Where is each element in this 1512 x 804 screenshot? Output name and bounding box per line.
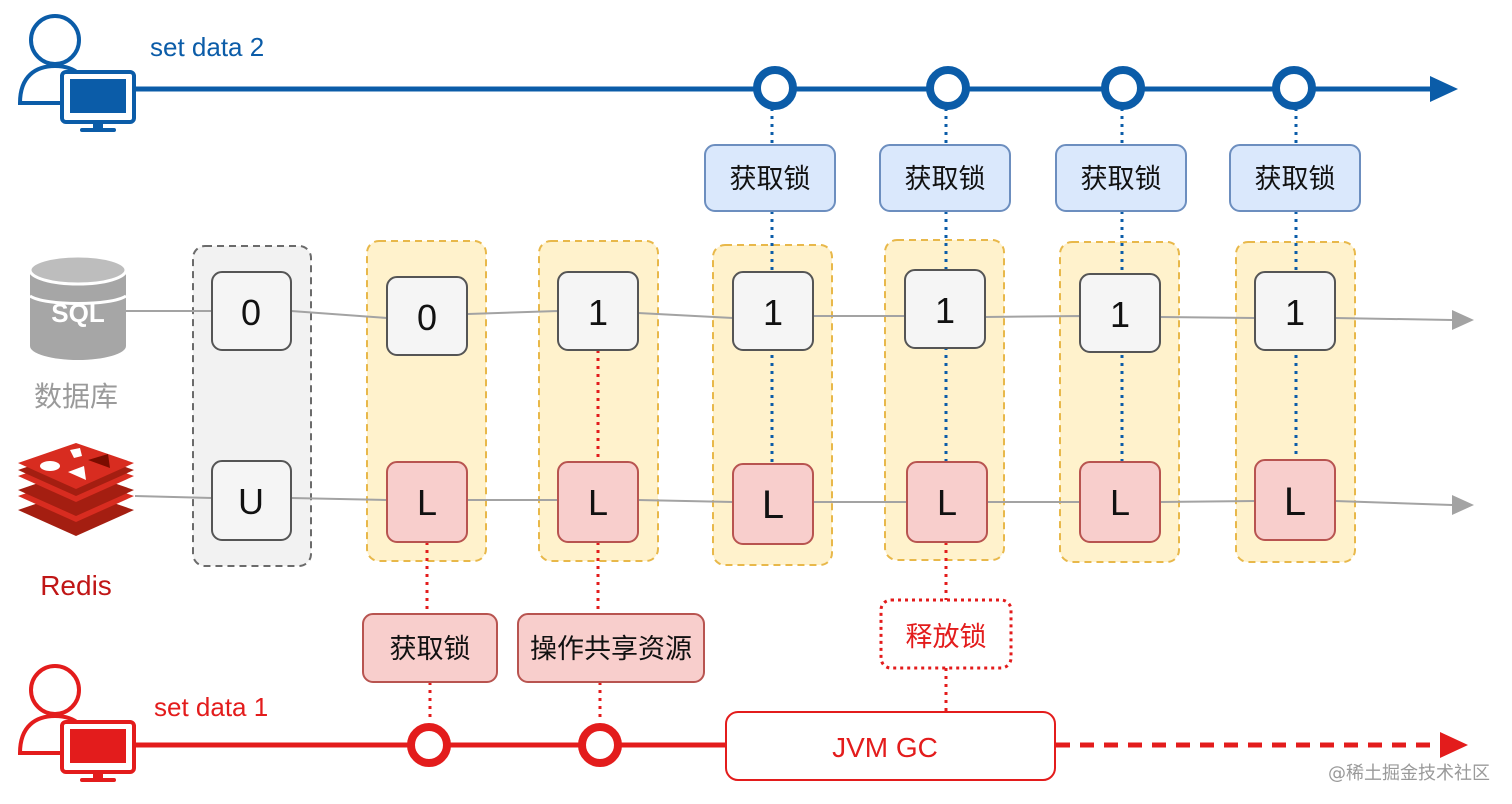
client2-event-node bbox=[1272, 66, 1316, 110]
db-value: 0 bbox=[241, 292, 261, 333]
db-value: 1 bbox=[1285, 292, 1305, 333]
client1-event-node bbox=[578, 723, 622, 767]
db-value: 1 bbox=[1110, 294, 1130, 335]
client2-events bbox=[753, 66, 1316, 110]
redis-value: L bbox=[937, 482, 957, 523]
client1-connectors bbox=[425, 350, 948, 722]
client2-user-icon bbox=[17, 14, 136, 132]
redis-value-boxes: U L L L L L L bbox=[211, 459, 1336, 545]
redis-value: L bbox=[1110, 482, 1130, 523]
redis-value: L bbox=[762, 483, 784, 527]
top-acquire-boxes: 获取锁 获取锁 获取锁 获取锁 bbox=[704, 144, 1361, 212]
redis-timeline-arrowhead bbox=[1452, 495, 1474, 515]
redis-value: U bbox=[238, 481, 264, 522]
client1-label: set data 1 bbox=[154, 692, 268, 722]
jvm-gc-box bbox=[725, 711, 1056, 781]
acquire-lock-label: 获取锁 bbox=[730, 164, 811, 195]
acquire-lock-label: 获取锁 bbox=[1081, 164, 1162, 195]
client2-event-node bbox=[1101, 66, 1145, 110]
client2-timeline-arrowhead bbox=[1430, 76, 1458, 102]
bottom-action-boxes: 获取锁 操作共享资源 释放锁 bbox=[362, 598, 1013, 683]
db-value: 1 bbox=[935, 290, 955, 331]
client2-label: set data 2 bbox=[150, 32, 264, 62]
acquire-lock-label: 获取锁 bbox=[390, 634, 471, 665]
client1-timeline-arrowhead bbox=[1440, 732, 1468, 758]
client2-timeline bbox=[136, 76, 1458, 102]
release-lock-label: 释放锁 bbox=[906, 622, 987, 653]
db-value: 1 bbox=[763, 292, 783, 333]
client1-user-icon bbox=[17, 664, 136, 782]
operate-shared-resource-label: 操作共享资源 bbox=[530, 634, 692, 665]
redis-value: L bbox=[1284, 480, 1306, 524]
client2-connectors bbox=[770, 108, 1298, 464]
client2-event-node bbox=[926, 66, 970, 110]
acquire-lock-label: 获取锁 bbox=[905, 164, 986, 195]
db-timeline-arrowhead bbox=[1452, 310, 1474, 330]
redis-value: L bbox=[417, 482, 437, 523]
client1-event-node bbox=[407, 723, 451, 767]
watermark: @稀土掘金技术社区 bbox=[1328, 763, 1490, 784]
db-value-boxes: 0 0 1 1 1 1 1 bbox=[211, 269, 1336, 356]
database-icon: SQL bbox=[28, 254, 128, 360]
redis-icon bbox=[18, 443, 134, 536]
redis-label: Redis bbox=[40, 570, 112, 601]
redis-value: L bbox=[588, 482, 608, 523]
db-value: 0 bbox=[417, 297, 437, 338]
database-label: 数据库 bbox=[34, 380, 118, 413]
client1-events bbox=[407, 723, 622, 767]
acquire-lock-label: 获取锁 bbox=[1255, 164, 1336, 195]
database-icon-text: SQL bbox=[51, 298, 105, 328]
jvm-gc-label: JVM GC bbox=[832, 732, 938, 763]
client2-event-node bbox=[753, 66, 797, 110]
db-value: 1 bbox=[588, 292, 608, 333]
